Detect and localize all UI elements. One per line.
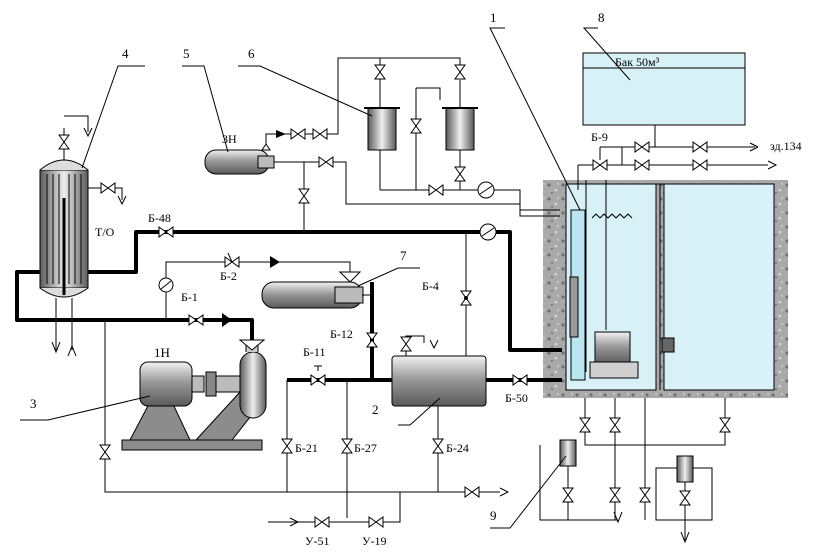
callout-4: 4 — [122, 46, 129, 61]
main-pump-1n: 1Н — [121, 339, 267, 451]
valve-b11-label: Б-11 — [303, 345, 325, 359]
vessel-3n: 3Н — [204, 57, 560, 232]
pool-tank — [543, 180, 788, 398]
callout-9: 9 — [490, 508, 497, 523]
valve-b4-label: Б-4 — [422, 279, 439, 293]
building-label: зд.134 — [770, 139, 802, 153]
valve-b50-label: Б-50 — [505, 391, 528, 405]
callout-3: 3 — [30, 396, 37, 411]
valve-u51-label: У-51 — [305, 534, 330, 548]
storage-tank-50m3: Бак 50м³ — [582, 52, 746, 147]
tank-label: Бак 50м³ — [615, 55, 660, 69]
drain-lines: Б-21 Б-27 Б-24 У-51 У-19 — [99, 320, 510, 548]
vessel-2: Б-4 — [391, 232, 487, 407]
heat-exchanger-label: Т/О — [95, 225, 115, 239]
valve-b12-label: Б-12 — [330, 327, 353, 341]
b9-manifold: Б-9 зд.134 — [577, 130, 802, 190]
circulation-pump-left — [158, 277, 174, 293]
callout-8: 8 — [598, 10, 605, 25]
valve-b21-label: Б-21 — [295, 441, 318, 455]
circulation-pump-top — [479, 223, 497, 241]
pool-drains — [539, 398, 731, 544]
pump-1n-label: 1Н — [154, 345, 170, 360]
valve-b1-label: Б-1 — [181, 290, 198, 304]
callout-1: 1 — [490, 10, 497, 25]
callout-2: 2 — [372, 402, 379, 417]
valve-b48-label: Б-48 — [148, 211, 171, 225]
callout-5: 5 — [183, 46, 190, 61]
callouts: 1 2 3 4 5 6 7 8 9 — [20, 10, 631, 529]
heat-exchanger: Т/О — [39, 115, 127, 357]
valve-u19-label: У-19 — [362, 534, 387, 548]
callout-7: 7 — [400, 248, 407, 263]
valve-b2-label: Б-2 — [220, 269, 237, 283]
valve-b24-label: Б-24 — [446, 441, 469, 455]
valve-b27-label: Б-27 — [354, 441, 377, 455]
filter-unit-6 — [364, 58, 560, 211]
valve-b9-label: Б-9 — [591, 130, 608, 144]
callout-6: 6 — [248, 46, 255, 61]
vessel-7 — [261, 271, 372, 309]
